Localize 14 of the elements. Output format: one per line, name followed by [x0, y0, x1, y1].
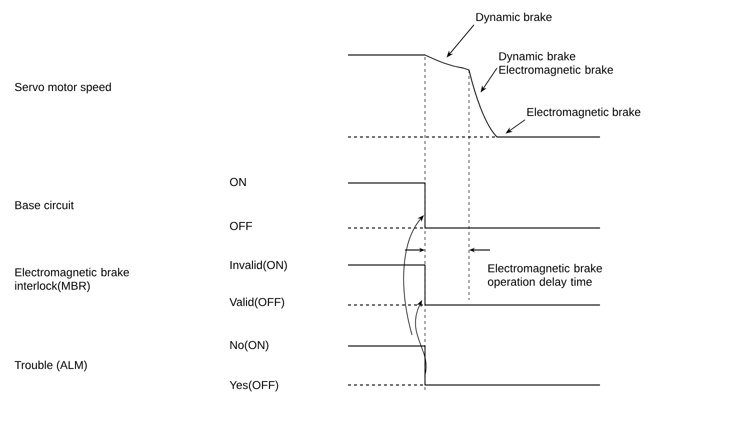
brake-label: Electromagnetic brake	[527, 108, 640, 118]
brake-label: Dynamic brake	[476, 12, 552, 24]
state-label: OFF	[230, 222, 252, 230]
state-label: ON	[230, 178, 246, 186]
brake-label: Dynamic brake Electromagnetic brake	[499, 52, 613, 76]
signal-name: Trouble (ALM)	[14, 360, 87, 372]
signal-name: Servo motor speed	[14, 82, 111, 94]
dimension-label: Electromagnetic brake operation delay time	[488, 264, 602, 288]
signal-name: Base circuit	[15, 200, 74, 210]
state-label: Yes(OFF)	[230, 380, 278, 392]
state-label: No(ON)	[230, 340, 268, 352]
state-label: Invalid(ON)	[230, 260, 287, 272]
state-label: Valid(OFF)	[230, 298, 284, 308]
signal-name: Electromagnetic brake interlock(MBR)	[15, 268, 129, 292]
